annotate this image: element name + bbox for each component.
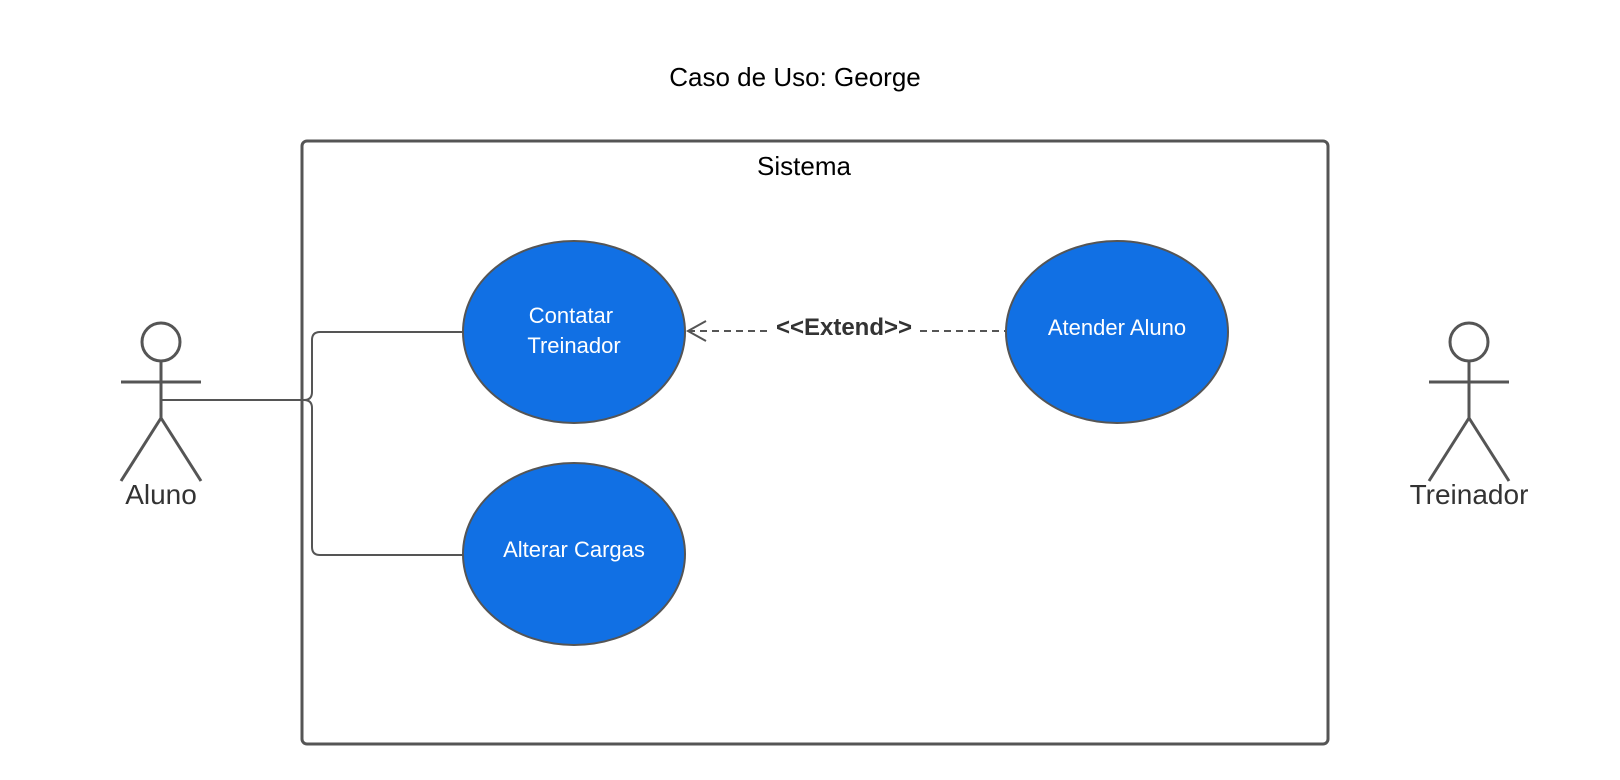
use-case-alterar-cargas-label: Alterar Cargas <box>503 537 645 562</box>
use-case-contatar-treinador <box>462 240 686 424</box>
use-case-contatar-treinador-label: Contatar Treinador <box>527 303 620 358</box>
actor-aluno-label: Aluno <box>125 479 197 510</box>
system-boundary <box>300 139 1330 746</box>
use-case-contatar-treinador-line-1: Contatar <box>529 303 613 328</box>
actor-aluno-right-leg <box>159 417 203 482</box>
actor-treinador-right-leg <box>1467 417 1511 482</box>
extend-label: <<Extend>> <box>776 314 912 341</box>
actor-treinador <box>1427 321 1511 482</box>
use-case-atender-aluno-label: Atender Aluno <box>1048 315 1186 340</box>
use-case-alterar-cargas <box>462 462 686 646</box>
extend-arrowhead <box>685 320 707 342</box>
association-aluno-alterar-cargas <box>160 399 463 556</box>
diagram-title: Caso de Uso: George <box>669 62 920 92</box>
actor-aluno <box>119 321 203 482</box>
use-case-atender-aluno <box>1005 240 1229 424</box>
system-label: Sistema <box>757 151 851 181</box>
actor-treinador-head <box>1448 321 1490 363</box>
actor-treinador-left-leg <box>1427 417 1471 482</box>
actor-aluno-left-leg <box>119 417 163 482</box>
actor-aluno-head <box>140 321 182 363</box>
actor-treinador-label: Treinador <box>1410 479 1529 510</box>
use-case-contatar-treinador-line-2: Treinador <box>527 333 620 358</box>
